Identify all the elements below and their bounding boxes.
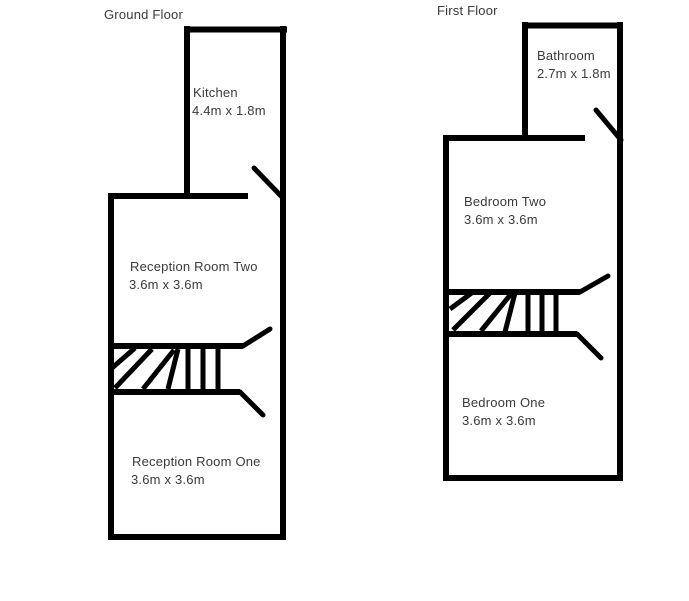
bedroom-one-dimensions: 3.6m x 3.6m bbox=[462, 413, 536, 428]
stair-tread bbox=[451, 291, 492, 332]
bathroom-label: Bathroom bbox=[537, 48, 595, 63]
stairs-top-opening bbox=[240, 326, 273, 349]
kitchen-door-swing bbox=[251, 165, 285, 200]
bathroom-door-swing bbox=[593, 107, 624, 143]
stair-tread bbox=[479, 292, 513, 333]
kitchen-room-dimensions: 4.4m x 1.8m bbox=[192, 103, 266, 118]
first-floor-stairs bbox=[448, 273, 611, 361]
stair-tread bbox=[165, 348, 181, 390]
first-floor-title: First Floor bbox=[437, 3, 498, 18]
ground-floor-title: Ground Floor bbox=[104, 7, 183, 22]
bathroom-dimensions: 2.7m x 1.8m bbox=[537, 66, 611, 81]
bedroom-two-label: Bedroom Two bbox=[464, 194, 547, 209]
reception-room-one-dimensions: 3.6m x 3.6m bbox=[131, 472, 205, 487]
bedroom-two-dimensions: 3.6m x 3.6m bbox=[464, 212, 538, 227]
bedroom-one-label: Bedroom One bbox=[462, 395, 546, 410]
reception-room-two-label: Reception Room Two bbox=[130, 259, 258, 274]
stairs-bottom-opening bbox=[574, 331, 604, 361]
kitchen-room-label: Kitchen bbox=[193, 85, 238, 100]
stair-tread bbox=[502, 292, 518, 333]
reception-room-two-dimensions: 3.6m x 3.6m bbox=[129, 277, 203, 292]
stair-tread bbox=[448, 289, 475, 312]
stairs-bottom-opening bbox=[237, 389, 266, 418]
reception-room-one-label: Reception Room One bbox=[132, 454, 261, 469]
stair-tread bbox=[113, 347, 154, 390]
first-floor-plan bbox=[443, 22, 624, 481]
stairs-top-opening bbox=[577, 273, 611, 295]
ground-floor-plan bbox=[108, 26, 287, 540]
stair-tread bbox=[141, 348, 176, 391]
stair-tread bbox=[110, 346, 137, 370]
ground-floor-stairs bbox=[110, 326, 273, 418]
